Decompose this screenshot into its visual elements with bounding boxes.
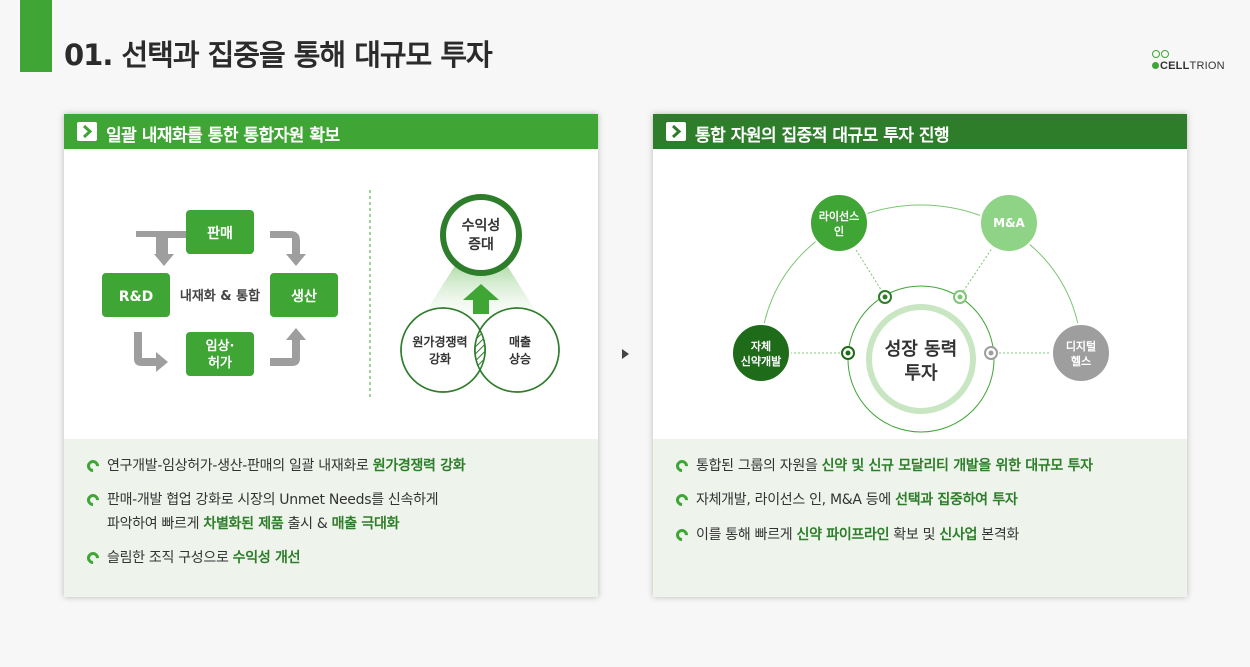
mna-node [979, 193, 1039, 253]
logo-dot-icon [1152, 62, 1159, 69]
digital-health-label-line2: 헬스 [1071, 354, 1091, 368]
profit-circle [440, 194, 522, 276]
cycle-arrowheads [134, 231, 306, 372]
rnd-label: R&D [119, 289, 154, 305]
arrow-down-left-icon [154, 231, 186, 266]
logo-circle-outline-icon [1161, 50, 1169, 58]
chevron-right-icon [666, 122, 686, 141]
sales-box [186, 210, 254, 254]
cost-label-line1: 원가경쟁력 [412, 334, 467, 349]
clinical-label-line2: 허가 [208, 355, 232, 371]
right-bullet-2: 자체개발, 라이선스 인, M&A 등에 선택과 집중하여 투자 [673, 488, 1018, 512]
rnd-box [102, 273, 170, 317]
profit-label-line2: 증대 [468, 237, 494, 253]
cycle-arrows [136, 231, 162, 257]
logo-circle-outline-icon [1152, 50, 1160, 58]
left-panel-header: 일괄 내재화를 통한 통합자원 확보 [64, 114, 598, 149]
connectors [790, 222, 1051, 354]
production-label: 생산 [291, 288, 317, 305]
investment-diagram: 자체 신약개발 라이선스 인 M&A 디지털 헬스 성장 동력 투자 [731, 193, 1111, 433]
own-drug-node [731, 323, 791, 383]
right-panel: 통합 자원의 집중적 대규모 투자 진행 자체 신약개발 라이선스 인 [653, 114, 1187, 597]
left-bullet-3: 슬림한 조직 구성으로 수익성 개선 [84, 546, 300, 570]
bullet-c-icon [84, 491, 102, 509]
digital-health-label-line1: 디지털 [1066, 339, 1096, 353]
arrow-right-bottom-icon [134, 332, 168, 372]
left-bullet-1: 연구개발-임상허가-생산-판매의 일괄 내재화로 원가경쟁력 강화 [84, 454, 466, 478]
arrow-up-icon [463, 284, 499, 314]
arrow-up-right-icon [270, 328, 306, 366]
revenue-label-line1: 매출 [509, 334, 531, 349]
bullet-c-icon [673, 457, 691, 475]
clinical-box [186, 332, 254, 376]
sales-label: 판매 [207, 226, 233, 242]
logo-circles [1152, 50, 1176, 60]
bullet-c-icon [84, 549, 102, 567]
cost-label-line2: 강화 [429, 351, 451, 366]
bullet-c-icon [84, 457, 102, 475]
integration-diagram: 판매 R&D 생산 임상· 허가 내재화 & 통합 수익성 증대 [102, 190, 560, 399]
outer-arc [760, 204, 1082, 354]
bullet-c-icon [673, 526, 691, 544]
right-bullet-3: 이를 통해 빠르게 신약 파이프라인 확보 및 신사업 본격화 [673, 523, 1019, 547]
celltrion-logo: CELLTRION [1152, 50, 1232, 74]
page-title: 01. 선택과 집중을 통해 대규모 투자 [64, 38, 493, 72]
center-circle [866, 304, 976, 414]
arrow-down-right-icon [270, 231, 306, 266]
own-drug-label-line2: 신약개발 [741, 354, 781, 368]
license-in-label-line2: 인 [834, 224, 844, 238]
right-panel-bullets: 통합된 그룹의 자원을 신약 및 신규 모달리티 개발을 위한 대규모 투자 자… [653, 439, 1187, 597]
license-in-label-line1: 라이선스 [819, 209, 859, 223]
digital-health-node [1051, 323, 1111, 383]
chevron-right-icon [77, 122, 97, 141]
center-label-line2: 투자 [904, 363, 938, 384]
right-panel-title: 통합 자원의 집중적 대규모 투자 진행 [695, 126, 950, 146]
triangle-right-icon [622, 349, 629, 359]
right-panel-header: 통합 자원의 집중적 대규모 투자 진행 [653, 114, 1187, 149]
bullet-c-icon [673, 491, 691, 509]
left-panel: 일괄 내재화를 통한 통합자원 확보 판매 R&D 생산 임상· 허가 내재화 … [64, 114, 598, 597]
logo-text: CELLTRION [1152, 60, 1225, 72]
revenue-label-line2: 상승 [509, 351, 531, 366]
connector-markers [841, 290, 998, 360]
left-panel-bullets: 연구개발-임상허가-생산-판매의 일괄 내재화로 원가경쟁력 강화 판매-개발 … [64, 439, 598, 597]
clinical-label-line1: 임상· [206, 339, 235, 354]
left-panel-title: 일괄 내재화를 통한 통합자원 확보 [106, 126, 340, 146]
own-drug-label-line1: 자체 [751, 339, 771, 353]
title-accent-bar [20, 0, 52, 72]
license-in-node [809, 193, 869, 253]
mna-label: M&A [993, 216, 1025, 230]
right-bullet-1: 통합된 그룹의 자원을 신약 및 신규 모달리티 개발을 위한 대규모 투자 [673, 454, 1093, 478]
cycle-center-label: 내재화 & 통합 [180, 288, 260, 304]
production-box [270, 273, 338, 317]
profit-label-line1: 수익성 [462, 217, 501, 234]
center-label-line1: 성장 동력 [885, 339, 958, 360]
